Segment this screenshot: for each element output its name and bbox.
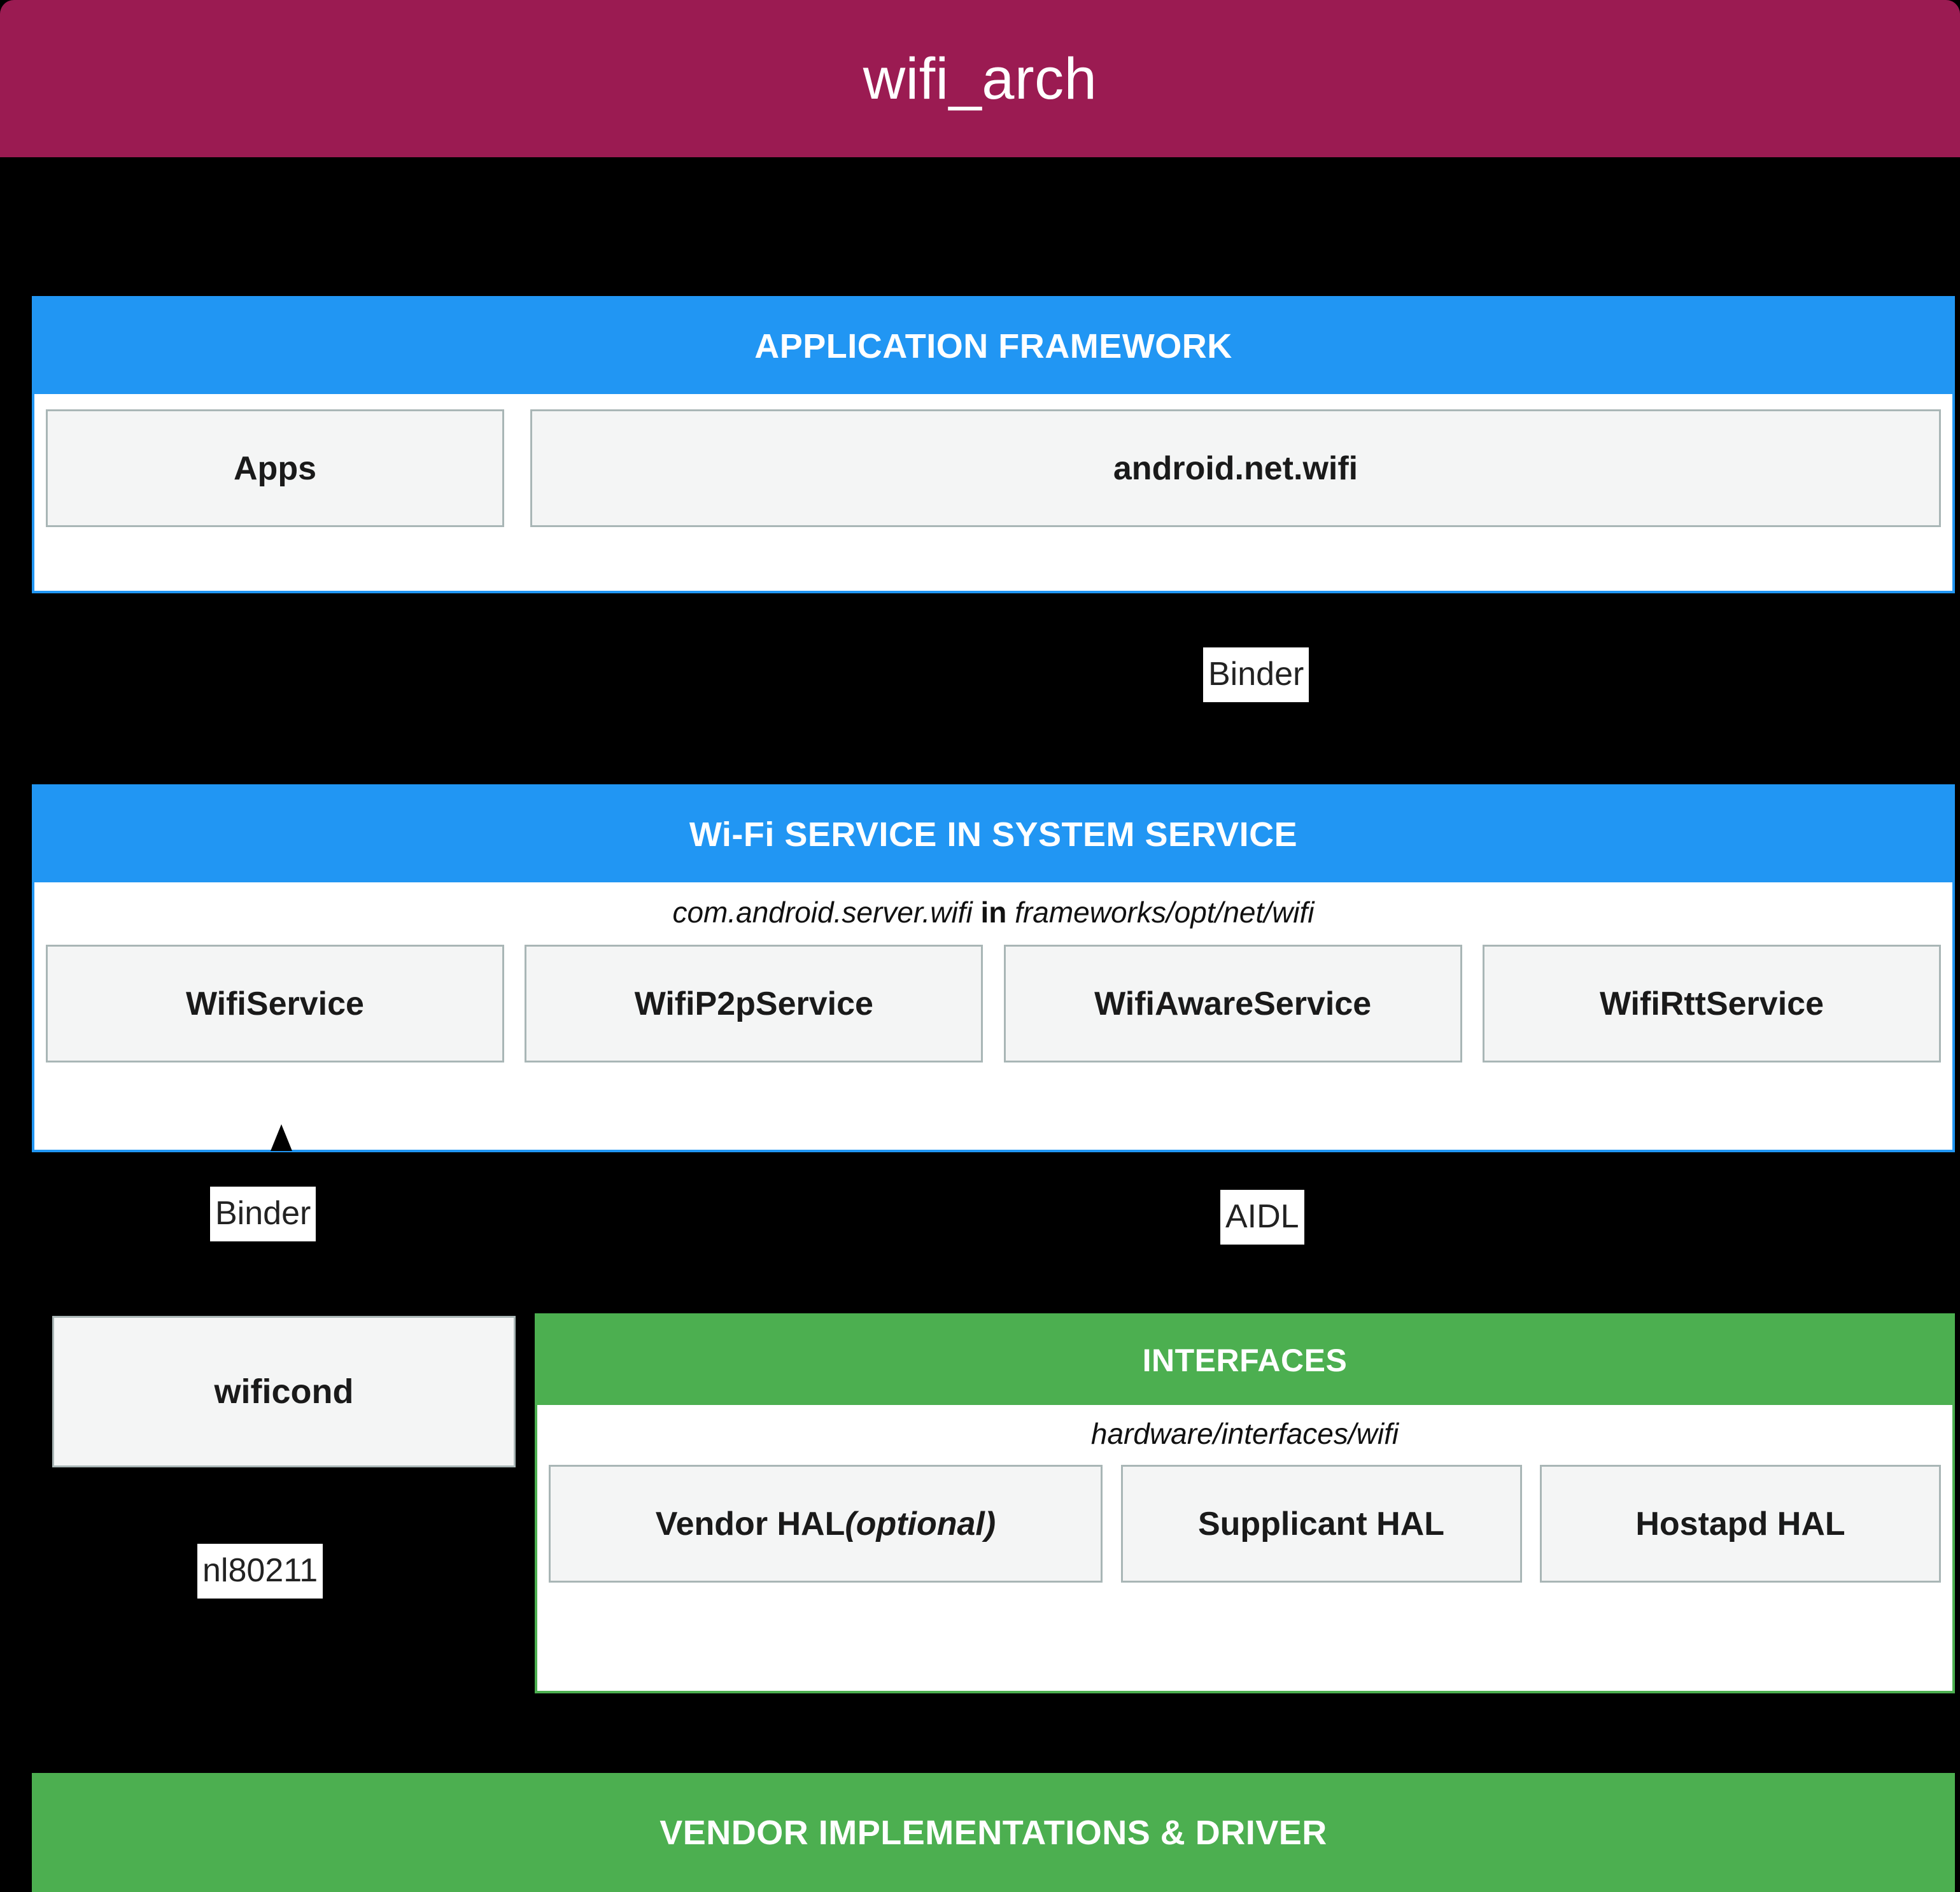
layer-wifi-service: Wi-Fi SERVICE IN SYSTEM SERVICE com.andr…: [32, 784, 1955, 1152]
subtitle-package: com.android.server.wifi: [672, 896, 973, 929]
component-box-supplicant-hal[interactable]: Supplicant HAL: [1120, 1465, 1522, 1583]
layer-subtitle-interfaces: hardware/interfaces/wifi: [549, 1416, 1941, 1451]
layer-header-vendor-implementations: VENDOR IMPLEMENTATIONS & DRIVER: [659, 1813, 1327, 1852]
component-box-apps[interactable]: Apps: [46, 409, 504, 527]
arrow-down-icon-interfaces-to-vendor: [1262, 1753, 1274, 1773]
edge-label-nl80211: nl80211: [197, 1544, 323, 1599]
layer-body-interfaces: hardware/interfaces/wifi Vendor HAL (opt…: [537, 1405, 1952, 1597]
edge-label-aidl-service-to-interfaces: AIDL: [1220, 1190, 1304, 1245]
page-title: wifi_arch: [863, 46, 1097, 111]
component-row-application-framework: Apps android.net.wifi: [46, 409, 1941, 527]
layer-subtitle-wifi-service: com.android.server.wifi in frameworks/op…: [46, 895, 1941, 929]
window-title-bar: wifi_arch: [0, 0, 1960, 157]
arrow-up-icon-wificond-to-wifiservice: [271, 1124, 292, 1151]
edge-label-binder-service-to-wificond: Binder: [210, 1187, 316, 1241]
component-box-wifirttservice[interactable]: WifiRttService: [1482, 945, 1941, 1062]
subtitle-connector: in: [980, 896, 1007, 929]
component-row-wifi-service: WifiService WifiP2pService WifiAwareServ…: [46, 945, 1941, 1062]
component-box-wifiawareservice[interactable]: WifiAwareService: [1003, 945, 1462, 1062]
layer-header-wifi-service: Wi-Fi SERVICE IN SYSTEM SERVICE: [34, 787, 1952, 882]
component-row-interfaces: Vendor HAL (optional) Supplicant HAL Hos…: [549, 1465, 1941, 1583]
layer-body-wifi-service: com.android.server.wifi in frameworks/op…: [34, 882, 1952, 1077]
component-box-android-net-wifi[interactable]: android.net.wifi: [530, 409, 1941, 527]
vendor-hal-optional-note: (optional): [845, 1505, 996, 1543]
subtitle-path: frameworks/opt/net/wifi: [1015, 896, 1315, 929]
subtitle-path-interfaces: hardware/interfaces/wifi: [1090, 1417, 1399, 1450]
layer-header-application-framework: APPLICATION FRAMEWORK: [34, 299, 1952, 394]
layer-interfaces: INTERFACES hardware/interfaces/wifi Vend…: [535, 1313, 1955, 1693]
component-box-wifip2pservice[interactable]: WifiP2pService: [525, 945, 984, 1062]
component-box-vendor-hal[interactable]: Vendor HAL (optional): [549, 1465, 1103, 1583]
component-box-hostapd-hal[interactable]: Hostapd HAL: [1540, 1465, 1941, 1583]
component-box-wificond[interactable]: wificond: [52, 1316, 516, 1467]
vendor-hal-label: Vendor HAL: [655, 1505, 845, 1543]
layer-body-application-framework: Apps android.net.wifi: [34, 394, 1952, 542]
layer-header-interfaces: INTERFACES: [537, 1316, 1952, 1405]
layer-vendor-implementations: VENDOR IMPLEMENTATIONS & DRIVER: [32, 1773, 1955, 1892]
edge-label-binder-framework-to-service: Binder: [1203, 647, 1309, 702]
layer-application-framework: APPLICATION FRAMEWORK Apps android.net.w…: [32, 296, 1955, 593]
component-box-wifiservice[interactable]: WifiService: [46, 945, 504, 1062]
